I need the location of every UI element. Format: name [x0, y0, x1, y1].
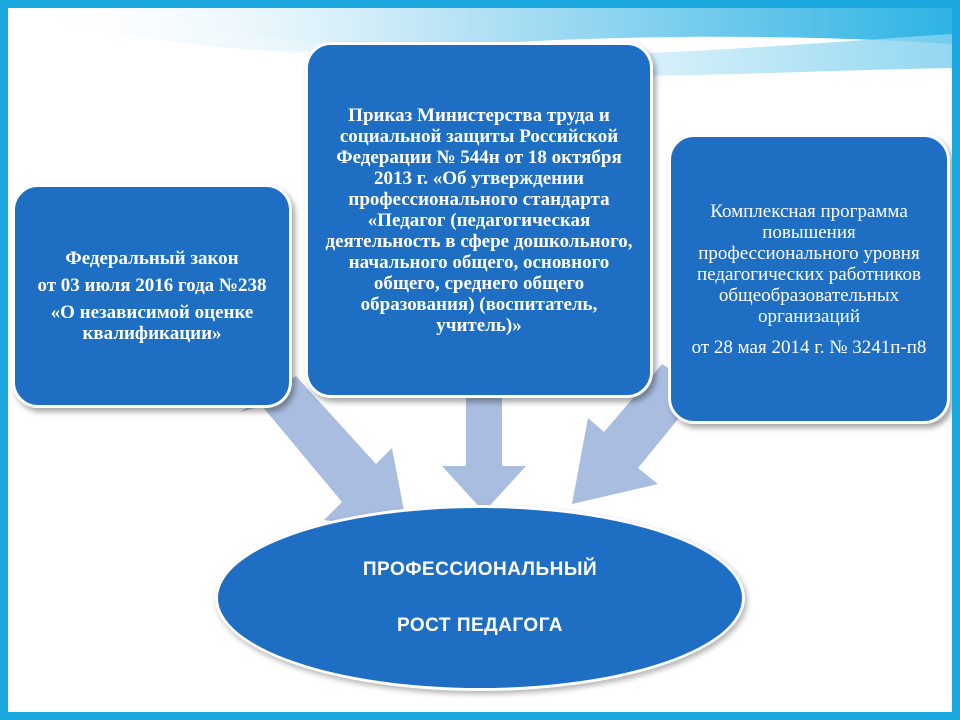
federal-law-box: Федеральный закон от 03 июля 2016 года №…: [12, 184, 292, 408]
federal-law-name: «О независимой оценке квалификации»: [50, 302, 254, 344]
ministry-order-text: Приказ Министерства труда и социальной з…: [325, 104, 633, 336]
arrow-left: [240, 376, 408, 532]
program-box: Комплексная программа повышения професси…: [668, 134, 950, 424]
decorative-wave: [8, 8, 952, 77]
program-date: от 28 мая 2014 г. № 3241п-п8: [691, 336, 927, 358]
federal-law-date: от 03 июля 2016 года №238: [37, 275, 267, 296]
program-title: Комплексная программа повышения професси…: [696, 200, 921, 327]
slide: Федеральный закон от 03 июля 2016 года №…: [8, 8, 952, 712]
ministry-order-box: Приказ Министерства труда и социальной з…: [305, 42, 653, 398]
ellipse-line-1: ПРОФЕССИОНАЛЬНЫЙ: [362, 559, 598, 580]
professional-growth-ellipse: ПРОФЕССИОНАЛЬНЫЙ РОСТ ПЕДАГОГА: [215, 505, 745, 691]
arrow-center: [442, 394, 526, 512]
federal-law-title: Федеральный закон: [65, 248, 239, 269]
ellipse-line-2: РОСТ ПЕДАГОГА: [396, 615, 563, 636]
